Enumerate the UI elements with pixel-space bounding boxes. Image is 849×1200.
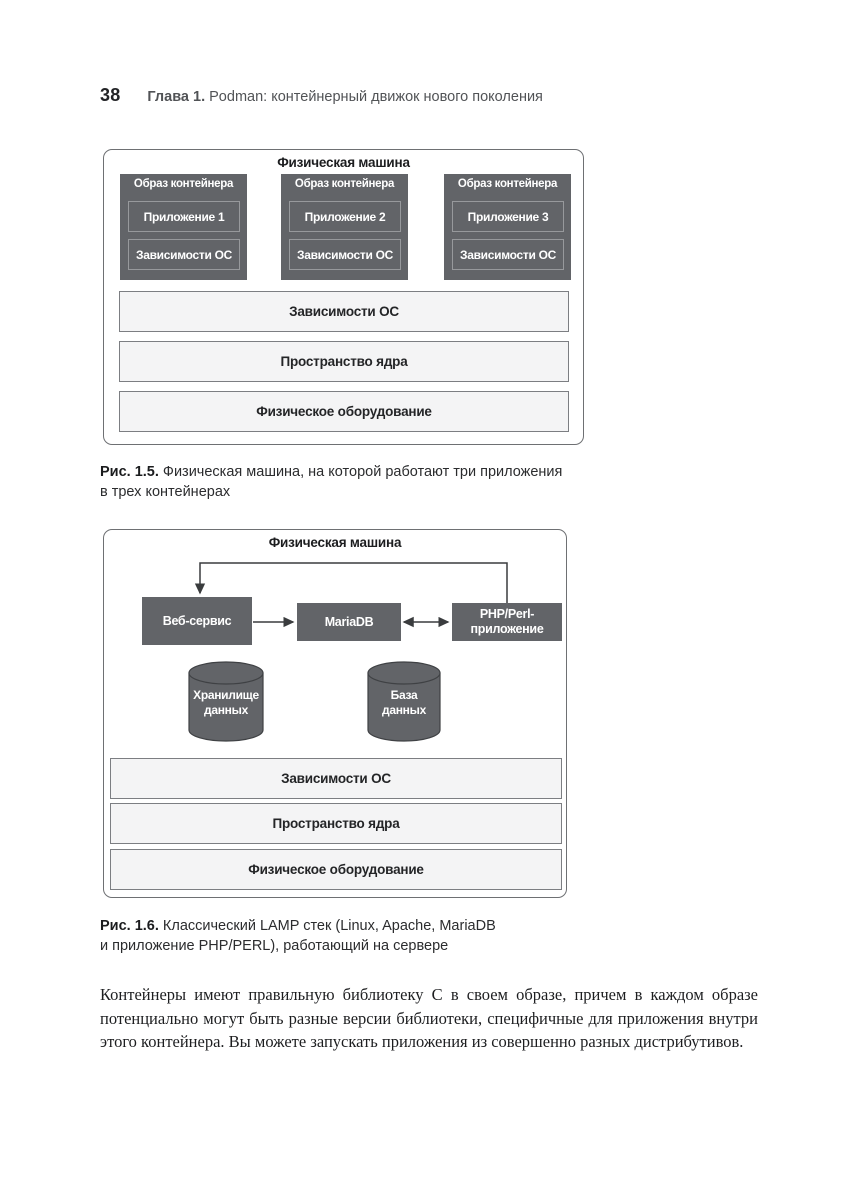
figure-1-5-caption-label: Рис. 1.5.: [100, 464, 159, 480]
page-number: 38: [100, 85, 121, 105]
figure-1-6-diagram: Физическая машина Веб-сервис MariaDB PHP…: [103, 529, 567, 898]
chapter-label: Глава 1.: [147, 89, 206, 105]
fig1-layer-kernel-space: Пространство ядра: [119, 341, 569, 382]
container-image-3-title: Образ контейнера: [457, 178, 558, 190]
fig1-layer-hardware: Физическое оборудование: [119, 391, 569, 432]
web-service-node: Веб-сервис: [142, 597, 252, 645]
page-header: 38 Глава 1. Podman: контейнерный движок …: [100, 85, 543, 106]
fig2-layer-os-deps: Зависимости ОС: [110, 758, 562, 799]
application-2-box: Приложение 2: [289, 201, 401, 232]
php-perl-app-node: PHP/Perl-приложение: [452, 603, 562, 641]
body-paragraph: Контейнеры имеют правильную библиотеку C…: [100, 985, 758, 1052]
figure-1-5-caption: Рис. 1.5. Физическая машина, на которой …: [100, 462, 680, 503]
chapter-header: Глава 1. Podman: контейнерный движок нов…: [147, 89, 543, 105]
container-image-2: Образ контейнера Приложение 2 Зависимост…: [281, 174, 408, 280]
container-image-1-title: Образ контейнера: [133, 178, 234, 190]
fig2-layer-hardware: Физическое оборудование: [110, 849, 562, 890]
arrow-php-to-web: [194, 562, 508, 603]
chapter-title: Podman: контейнерный движок нового покол…: [205, 89, 543, 105]
application-1-box: Приложение 1: [128, 201, 240, 232]
application-3-box: Приложение 3: [452, 201, 564, 232]
lamp-diagram-graphics: [188, 562, 508, 742]
figure2-frame-title: Физическая машина: [268, 535, 402, 550]
database-cylinder: [367, 661, 441, 742]
container-image-2-title: Образ контейнера: [294, 178, 395, 190]
storage-cylinder: [188, 661, 264, 742]
figure-1-6-caption: Рис. 1.6. Классический LAMP стек (Linux,…: [100, 916, 680, 957]
figure-1-5-caption-text: Физическая машина, на которой работают т…: [100, 464, 563, 501]
storage-cylinder-label: Хранилище данных: [193, 688, 259, 717]
figure-1-6-caption-label: Рис. 1.6.: [100, 918, 159, 934]
container-image-1: Образ контейнера Приложение 1 Зависимост…: [120, 174, 247, 280]
figure-1-6-caption-text: Классический LAMP стек (Linux, Apache, M…: [100, 918, 496, 955]
container-image-3: Образ контейнера Приложение 3 Зависимост…: [444, 174, 571, 280]
os-deps-box-2: Зависимости ОС: [289, 239, 401, 270]
os-deps-box-3: Зависимости ОС: [452, 239, 564, 270]
mariadb-node: MariaDB: [297, 603, 401, 641]
fig2-layer-kernel-space: Пространство ядра: [110, 803, 562, 844]
fig1-layer-os-deps: Зависимости ОС: [119, 291, 569, 332]
figure1-frame-title: Физическая машина: [277, 155, 410, 170]
os-deps-box-1: Зависимости ОС: [128, 239, 240, 270]
figure-1-5-diagram: Физическая машина Образ контейнера Прило…: [103, 149, 584, 445]
database-cylinder-label: База данных: [382, 688, 426, 717]
